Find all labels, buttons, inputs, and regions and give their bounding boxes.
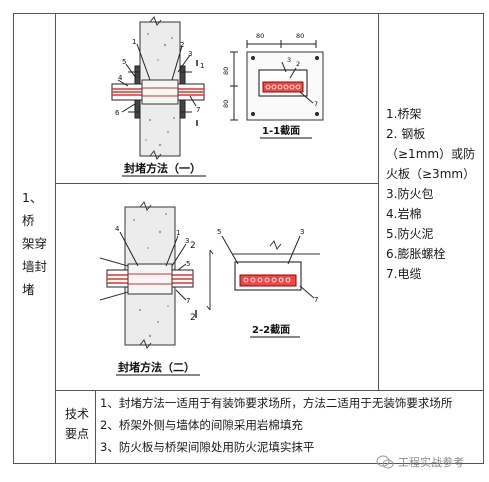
tech-points-heading: 技术 要点 (62, 404, 92, 444)
figure1-section (230, 40, 324, 121)
tech-heading-line: 要点 (64, 427, 89, 441)
tech-point: 2、桥架外侧与墙体的间隙采用岩棉填充 (100, 418, 303, 432)
fig1-dim-3: 80 (222, 67, 230, 75)
fig1-callout-5: 5 (122, 58, 126, 66)
tech-heading-line: 技术 (64, 407, 89, 421)
fig2-section-mark: 2 (190, 313, 196, 323)
fig2-callout-7: 7 (186, 297, 190, 305)
legend-item: 5.防火泥 (386, 227, 434, 241)
legend-item: 6.膨胀螺栓 (386, 247, 446, 261)
row-label-line: 堵 (22, 282, 35, 297)
fig1-sec-callout-2: 2 (296, 60, 300, 68)
fig2-callout-3: 3 (185, 237, 189, 245)
row-label-line: 1、桥 (22, 190, 43, 228)
fig1-dim-1: 80 (256, 32, 264, 40)
figure2-section (206, 235, 320, 311)
fig1-caption: 封堵方法（一） (124, 161, 201, 175)
fig1-section-caption: 1-1截面 (262, 124, 300, 137)
fig1-callout-2: 2 (180, 41, 184, 49)
fig2-callout-5: 5 (186, 260, 190, 268)
fig1-callout-4: 4 (118, 74, 123, 82)
chat-bubble-icon (376, 455, 394, 468)
fig1-dim-2: 80 (296, 32, 304, 40)
legend-item: 2. 钢板 (386, 127, 426, 141)
row-label-line: 墙封 (22, 259, 48, 274)
figure2-elevation (99, 201, 197, 349)
tech-point: 1、封堵方法一适用于有装饰要求场所，方法二适用于无装饰要求场所 (100, 396, 453, 410)
fig1-callout-3: 3 (188, 50, 192, 58)
fig1-dim-4: 80 (222, 100, 230, 108)
fig1-sec-callout-3: 3 (287, 56, 291, 64)
row-label: 1、桥 架穿 墙封 堵 (22, 186, 52, 301)
legend-item: （≥1mm）或防 (386, 147, 476, 161)
wechat-watermark: 工程实战参考 (376, 449, 488, 475)
legend-item: 4.岩棉 (386, 207, 422, 221)
watermark-text: 工程实战参考 (398, 456, 464, 469)
fig1-section-mark: 1 (200, 62, 204, 70)
fig2-callout-1: 1 (176, 229, 180, 237)
fig1-callout-1: 1 (132, 38, 136, 46)
fig2-sec-callout-7: 7 (314, 296, 318, 304)
figure1-elevation (111, 16, 205, 160)
tech-points-list: 1、封堵方法一适用于有装饰要求场所，方法二适用于无装饰要求场所 2、桥架外侧与墙… (100, 392, 480, 458)
fig2-section-mark-top: 2 (190, 241, 196, 251)
fig2-sec-callout-3: 3 (300, 228, 304, 236)
legend-item: 1.桥架 (386, 107, 422, 121)
legend-item: 火板（≥3mm） (386, 167, 476, 181)
fig1-callout-6: 6 (115, 109, 120, 117)
legend-item: 3.防火包 (386, 187, 434, 201)
fig2-section-caption: 2-2截面 (252, 323, 290, 336)
component-legend: 1.桥架 2. 钢板 （≥1mm）或防 火板（≥3mm） 3.防火包 4.岩棉 … (386, 104, 486, 284)
fig1-sec-callout-7: 7 (314, 100, 318, 108)
row-label-line: 架穿 (22, 236, 48, 251)
legend-item: 7.电缆 (386, 267, 422, 281)
fig2-sec-callout-5: 5 (217, 228, 221, 236)
fig1-callout-7: 7 (196, 106, 200, 114)
tech-point: 3、防火板与桥架间隙处用防火泥填实抹平 (100, 440, 315, 454)
fig2-callout-4: 4 (115, 225, 120, 233)
fig2-caption: 封堵方法（二） (118, 360, 195, 374)
